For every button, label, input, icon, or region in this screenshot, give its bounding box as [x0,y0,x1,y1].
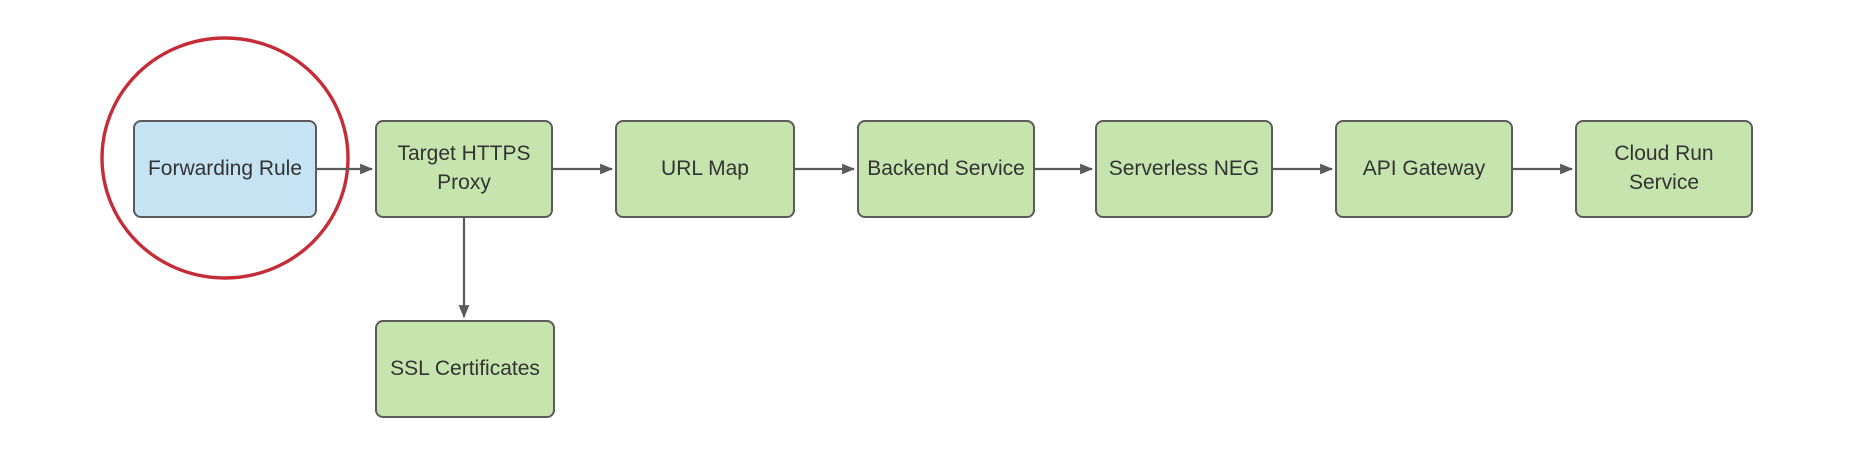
highlight-circle [100,36,350,280]
node-backend-service-label: Backend Service [867,156,1025,180]
node-api-gateway: API Gateway [1335,120,1513,218]
node-serverless-neg: Serverless NEG [1095,120,1273,218]
node-url-map-label: URL Map [661,156,749,180]
node-target-https-proxy: Target HTTPS Proxy [375,120,553,218]
node-forwarding-rule: Forwarding Rule [133,120,317,218]
node-api-gateway-label: API Gateway [1362,156,1486,180]
node-target-https-proxy-label: Target HTTPS Proxy [397,142,531,194]
node-backend-service: Backend Service [857,120,1035,218]
node-url-map: URL Map [615,120,795,218]
node-cloud-run-service-label: Cloud Run Service [1614,142,1714,194]
node-ssl-certificates-label: SSL Certificates [390,356,540,380]
node-forwarding-rule-label: Forwarding Rule [147,156,303,180]
node-ssl-certificates: SSL Certificates [375,320,555,418]
node-serverless-neg-label: Serverless NEG [1108,156,1260,180]
node-cloud-run-service: Cloud Run Service [1575,120,1753,218]
